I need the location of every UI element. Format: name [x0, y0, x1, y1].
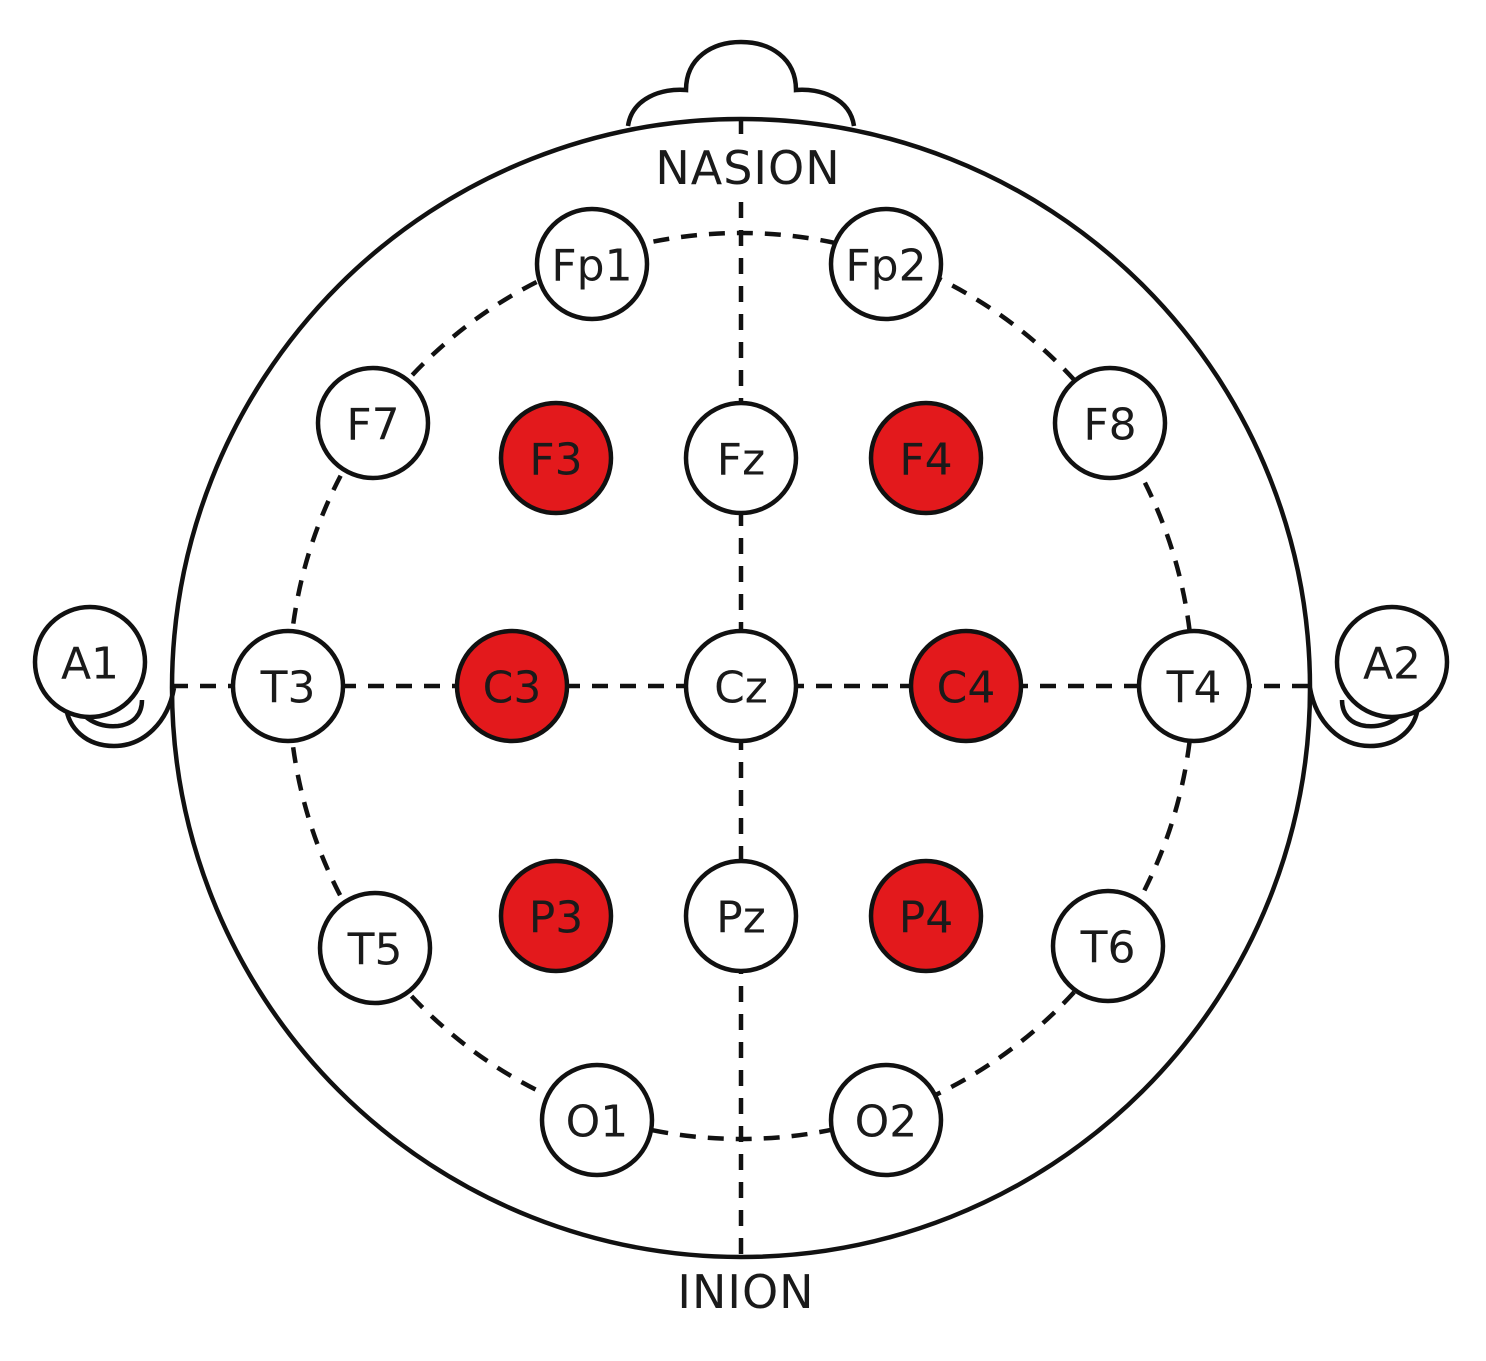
electrode-label: T3	[260, 663, 316, 714]
electrode-label: F4	[899, 435, 952, 486]
electrode-c3: C3	[454, 628, 570, 744]
electrode-t3: T3	[230, 628, 346, 744]
electrode-circle	[1052, 365, 1168, 481]
electrode-t4: T4	[1136, 628, 1252, 744]
electrode-fp2: Fp2	[828, 206, 944, 322]
electrode-label: C4	[937, 663, 996, 714]
electrode-f3: F3	[498, 400, 614, 516]
electrode-label: A2	[1363, 639, 1421, 690]
electrode-circle	[828, 206, 944, 322]
electrode-fp1: Fp1	[534, 206, 650, 322]
electrode-f8: F8	[1052, 365, 1168, 481]
electrode-a2: A2	[1334, 604, 1450, 720]
electrode-circle	[498, 400, 614, 516]
inion-label: INION	[677, 1265, 814, 1319]
electrode-circle	[32, 604, 148, 720]
electrode-circle	[683, 400, 799, 516]
electrode-circle	[908, 628, 1024, 744]
electrode-f7: F7	[315, 365, 431, 481]
electrode-label: T4	[1166, 663, 1222, 714]
nasion-label-bg	[648, 142, 848, 196]
electrode-c4: C4	[908, 628, 1024, 744]
electrode-label: O1	[566, 1097, 629, 1148]
electrode-circle	[868, 858, 984, 974]
electrode-circle	[868, 400, 984, 516]
electrode-label: T5	[347, 925, 403, 976]
electrode-fz: Fz	[683, 400, 799, 516]
electrode-label: A1	[61, 639, 119, 690]
electrode-a1: A1	[32, 604, 148, 720]
electrode-label: P4	[899, 893, 954, 944]
electrode-label: Fz	[717, 435, 765, 486]
electrode-circle	[454, 628, 570, 744]
electrode-label: O2	[855, 1097, 918, 1148]
electrode-p3: P3	[498, 858, 614, 974]
electrode-label: F3	[529, 435, 582, 486]
inion-label-bg	[668, 1266, 824, 1320]
electrode-label: Fp1	[551, 241, 632, 292]
nose-outline	[625, 39, 857, 127]
electrode-circle	[683, 858, 799, 974]
electrode-o1: O1	[539, 1062, 655, 1178]
electrode-circle	[1050, 888, 1166, 1004]
electrode-label: T6	[1080, 923, 1136, 974]
electrode-label: P3	[529, 893, 584, 944]
electrode-label: F8	[1083, 400, 1136, 451]
electrode-label: Pz	[716, 893, 766, 944]
electrode-t6: T6	[1050, 888, 1166, 1004]
nasion-label: NASION	[655, 141, 840, 195]
electrode-circle	[315, 365, 431, 481]
electrode-circle	[1334, 604, 1450, 720]
electrode-label: Cz	[714, 663, 768, 714]
electrode-label: F7	[346, 400, 399, 451]
electrode-circle	[498, 858, 614, 974]
electrode-pz: Pz	[683, 858, 799, 974]
electrode-label: C3	[483, 663, 542, 714]
electrode-circle	[230, 628, 346, 744]
electrode-f4: F4	[868, 400, 984, 516]
electrode-cz: Cz	[683, 628, 799, 744]
electrode-circle	[1136, 628, 1252, 744]
electrode-circle	[534, 206, 650, 322]
electrode-circle	[828, 1062, 944, 1178]
electrode-o2: O2	[828, 1062, 944, 1178]
electrode-circle	[539, 1062, 655, 1178]
electrode-t5: T5	[317, 890, 433, 1006]
electrode-circle	[683, 628, 799, 744]
electrode-circle	[317, 890, 433, 1006]
electrode-p4: P4	[868, 858, 984, 974]
electrode-label: Fp2	[845, 241, 926, 292]
